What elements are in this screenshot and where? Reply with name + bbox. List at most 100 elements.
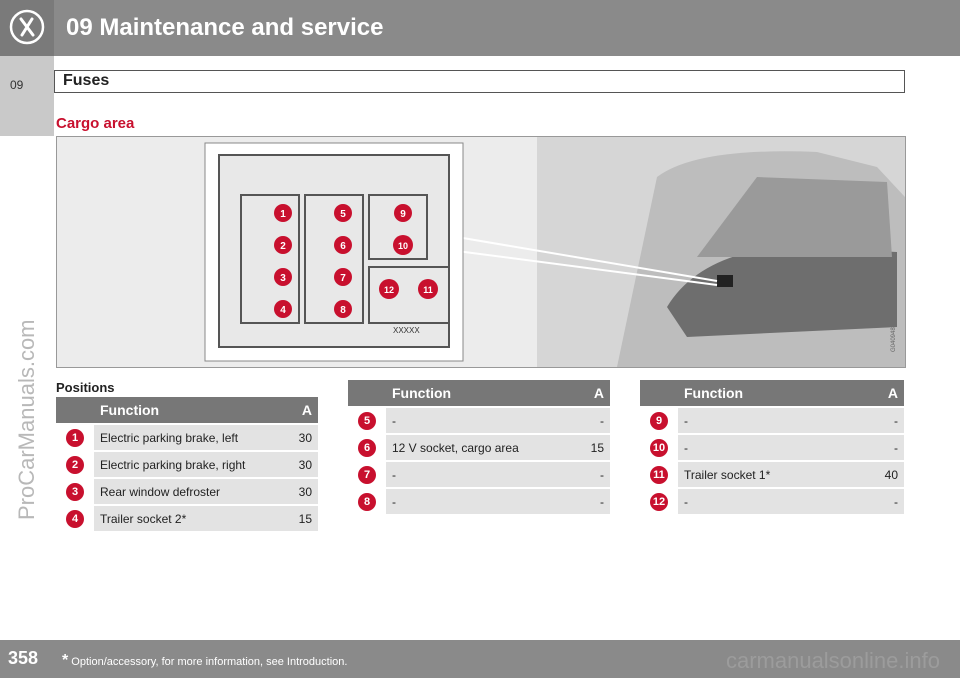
table-row: 10 - - <box>640 433 904 461</box>
fuse-badge-12: 12 <box>379 279 399 299</box>
positions-label: Positions <box>56 380 115 395</box>
table-row: 7 - - <box>348 460 610 488</box>
function-header: Function <box>94 397 287 424</box>
fuse-amperage: 30 <box>286 423 318 451</box>
fuse-amperage: - <box>857 487 904 514</box>
watermark: ProCarManuals.com <box>14 319 39 520</box>
function-header: Function <box>386 380 576 407</box>
footnote: * Option/accessory, for more information… <box>62 652 347 670</box>
chapter-title: 09 Maintenance and service <box>66 14 384 41</box>
table-header: Function A <box>348 380 610 407</box>
fuse-number-badge: 1 <box>66 428 84 447</box>
fuse-function: - <box>678 487 858 514</box>
fuse-number-badge: 8 <box>358 492 376 511</box>
fuse-function: - <box>386 487 576 514</box>
fuse-amperage: - <box>575 460 610 488</box>
figure-illustration: XXXXX G040948 1 2 3 4 5 6 7 8 9 10 11 12 <box>204 137 905 367</box>
photo-code: G040948 <box>891 327 897 352</box>
table-row: 12 - - <box>640 487 904 514</box>
fuse-table-2: Function A 5 - - 6 12 V socket, cargo ar… <box>348 380 610 514</box>
table-row: 9 - - <box>640 406 904 434</box>
fuse-function: - <box>386 460 576 488</box>
svg-text:6: 6 <box>340 241 346 252</box>
fuse-badge-1: 1 <box>274 204 292 222</box>
svg-text:11: 11 <box>423 285 433 295</box>
table-header: Function A <box>56 397 318 424</box>
svg-text:4: 4 <box>280 305 286 316</box>
fuse-amperage: - <box>857 433 904 461</box>
fuse-number-badge: 2 <box>66 455 84 474</box>
fuse-amperage: 15 <box>286 504 318 531</box>
amp-header: A <box>286 397 318 424</box>
site-watermark: carmanualsonline.info <box>725 648 940 673</box>
fuse-badge-10: 10 <box>393 235 413 255</box>
fuse-number-badge: 9 <box>650 411 668 430</box>
fuse-badge-2: 2 <box>274 236 292 254</box>
svg-text:3: 3 <box>280 273 286 284</box>
fuse-number-badge: 6 <box>358 438 376 457</box>
fuse-box-label: XXXXX <box>393 326 420 335</box>
section-bar-title: Fuses <box>63 72 110 89</box>
table-row: 11 Trailer socket 1* 40 <box>640 460 904 488</box>
fuse-number-badge: 12 <box>650 492 668 511</box>
table-row: 5 - - <box>348 406 610 434</box>
fuse-amperage: - <box>857 406 904 434</box>
amp-header: A <box>857 380 904 407</box>
page-number: 358 <box>8 648 39 668</box>
fuse-badge-5: 5 <box>334 204 352 222</box>
fuse-badge-4: 4 <box>274 300 292 318</box>
svg-text:9: 9 <box>400 209 406 220</box>
table-row: 6 12 V socket, cargo area 15 <box>348 433 610 461</box>
chapter-sidebar: 09 <box>0 56 54 136</box>
fuse-amperage: - <box>575 487 610 514</box>
fuse-number-badge: 5 <box>358 411 376 430</box>
fuse-function: - <box>678 433 858 461</box>
fuse-function: Electric parking brake, right <box>94 450 287 478</box>
fuse-number-badge: 10 <box>650 438 668 457</box>
svg-text:10: 10 <box>398 241 408 251</box>
fuse-function: Trailer socket 2* <box>94 504 287 531</box>
fuse-amperage: 40 <box>857 460 904 488</box>
fuse-number-badge: 3 <box>66 482 84 501</box>
svg-text:5: 5 <box>340 209 346 220</box>
fuse-amperage: 30 <box>286 477 318 505</box>
footnote-asterisk: * <box>62 652 69 669</box>
table-row: 3 Rear window defroster 30 <box>56 477 318 505</box>
footnote-text: Option/accessory, for more information, … <box>71 656 348 668</box>
chapter-tab <box>0 0 54 56</box>
fuse-badge-6: 6 <box>334 236 352 254</box>
table-header: Function A <box>640 380 904 407</box>
fuse-function: 12 V socket, cargo area <box>386 433 576 461</box>
wrench-icon <box>9 9 45 45</box>
svg-text:12: 12 <box>384 285 394 295</box>
table-row: 8 - - <box>348 487 610 514</box>
fuse-amperage: - <box>575 406 610 434</box>
fuse-function: - <box>386 406 576 434</box>
section-bar: Fuses <box>54 70 905 93</box>
fuse-badge-9: 9 <box>394 204 412 222</box>
function-header: Function <box>678 380 858 407</box>
table-row: 2 Electric parking brake, right 30 <box>56 450 318 478</box>
page-footer: 358 * Option/accessory, for more informa… <box>0 640 960 678</box>
fuse-badge-7: 7 <box>334 268 352 286</box>
fuse-number-badge: 11 <box>650 465 668 484</box>
fuse-amperage: 30 <box>286 450 318 478</box>
amp-header: A <box>575 380 610 407</box>
fuse-badge-8: 8 <box>334 300 352 318</box>
fuse-badge-11: 11 <box>418 279 438 299</box>
svg-text:2: 2 <box>280 241 286 252</box>
fuse-amperage: 15 <box>575 433 610 461</box>
fuse-function: Electric parking brake, left <box>94 423 287 451</box>
section-title: Cargo area <box>56 115 135 132</box>
svg-text:1: 1 <box>280 209 286 220</box>
svg-text:7: 7 <box>340 273 346 284</box>
chapter-number: 09 <box>10 78 24 92</box>
fuse-function: Trailer socket 1* <box>678 460 858 488</box>
fuse-table-3: Function A 9 - - 10 - - 11 Trailer socke… <box>640 380 904 514</box>
fuse-function: Rear window defroster <box>94 477 287 505</box>
chapter-header: 09 Maintenance and service <box>0 0 960 56</box>
svg-text:8: 8 <box>340 305 346 316</box>
fuse-table-1: Function A 1 Electric parking brake, lef… <box>56 397 318 531</box>
table-row: 4 Trailer socket 2* 15 <box>56 504 318 531</box>
cargo-area-figure: XXXXX G040948 1 2 3 4 5 6 7 8 9 10 11 12 <box>56 136 906 368</box>
